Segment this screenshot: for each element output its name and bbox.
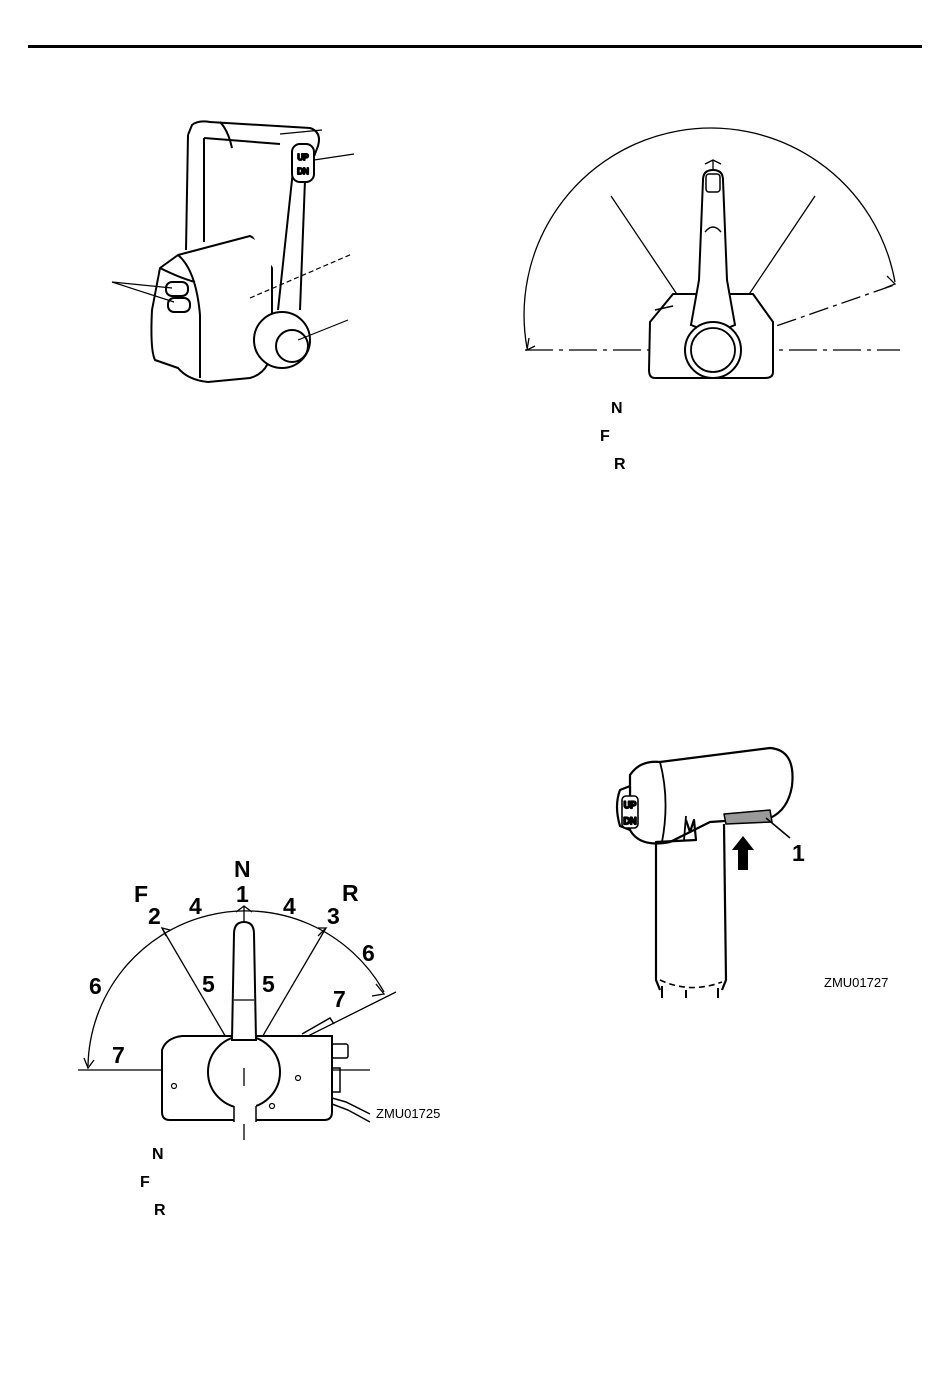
svg-text:DN: DN — [624, 816, 637, 826]
fig3-number-7-left: 7 — [112, 1044, 125, 1067]
fig3-letter-n: N — [234, 858, 251, 881]
svg-text:DN: DN — [297, 167, 309, 176]
svg-text:UP: UP — [297, 153, 308, 162]
fig3-number-4-left: 4 — [189, 895, 202, 918]
fig3-number-4-right: 4 — [283, 895, 296, 918]
fig3-figure-code: ZMU01725 — [376, 1107, 440, 1120]
fig4-figure-code: ZMU01727 — [824, 976, 888, 989]
header-rule — [28, 45, 922, 48]
fig3-number-3: 3 — [327, 905, 340, 928]
lever-swing-sector-figure — [515, 150, 905, 390]
fig3-letter-f: F — [134, 883, 148, 906]
lever-positions-figure — [70, 900, 410, 1140]
fig4-callout-1: 1 — [792, 842, 805, 865]
fig3-number-5-left: 5 — [202, 973, 215, 996]
fig3-number-5-right: 5 — [262, 973, 275, 996]
fig3-number-6-left: 6 — [89, 975, 102, 998]
fig3-number-1: 1 — [236, 883, 249, 906]
fig3-letter-r: R — [342, 882, 359, 905]
lever-grip-figure: UP DN — [600, 740, 820, 1005]
fig3-legend-r: R — [154, 1203, 166, 1219]
fig3-legend-n: N — [152, 1147, 164, 1163]
fig2-legend-f: F — [600, 429, 610, 445]
fig3-legend-f: F — [140, 1175, 150, 1191]
fig3-number-2: 2 — [148, 905, 161, 928]
fig2-legend-n: N — [611, 401, 623, 417]
svg-text:UP: UP — [624, 800, 637, 810]
fig2-legend-r: R — [614, 457, 626, 473]
remote-control-perspective-figure: UP DN — [100, 110, 370, 390]
fig3-number-6-right: 6 — [362, 942, 375, 965]
fig3-number-7-right: 7 — [333, 988, 346, 1011]
